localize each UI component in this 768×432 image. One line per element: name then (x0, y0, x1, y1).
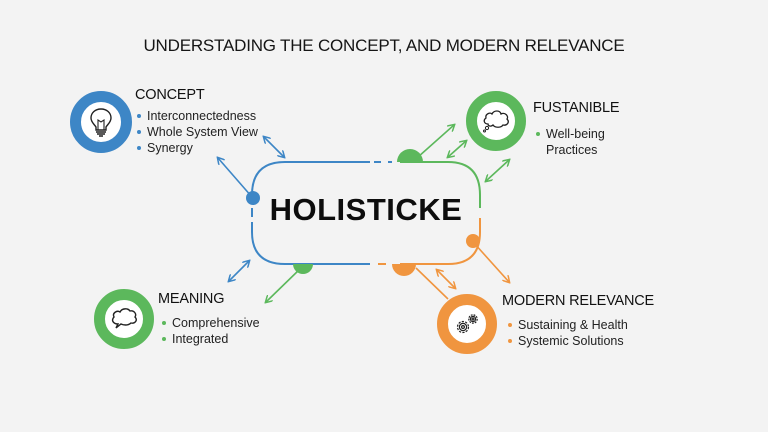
junction-semicircle-orange (392, 264, 416, 276)
diagram-title: UNDERSTADING THE CONCEPT, AND MODERN REL… (143, 36, 625, 55)
thought-cloud-icon (483, 110, 509, 133)
fustanible-title: FUSTANIBLE (533, 100, 620, 116)
meaning-badge (94, 289, 154, 349)
fustanible-badge (466, 91, 526, 151)
list-item: Well-being (535, 126, 605, 142)
junction-dot-orange (466, 234, 480, 248)
list-item: Comprehensive (161, 315, 260, 331)
modern-relevance-list: Sustaining & Health Systemic Solutions (507, 317, 628, 349)
list-item: Synergy (136, 140, 258, 156)
speech-bubble-icon (111, 308, 137, 329)
list-item: Practices (546, 143, 598, 157)
modern-relevance-title: MODERN RELEVANCE (502, 293, 655, 309)
list-item: Systemic Solutions (507, 333, 628, 349)
gears-icon (456, 314, 478, 334)
junction-semicircle-green (397, 149, 423, 162)
center-label: HOLISTICKE (269, 192, 463, 227)
list-item: Whole System View (136, 124, 258, 140)
modern-relevance-badge (437, 294, 497, 354)
lightbulb-icon (90, 108, 112, 137)
list-item: Sustaining & Health (507, 317, 628, 333)
center-frame (251, 161, 481, 265)
concept-badge (70, 91, 132, 153)
meaning-title: MEANING (158, 291, 225, 307)
list-item: Interconnectedness (136, 108, 258, 124)
fustanible-list: Well-being Practices (535, 126, 605, 158)
meaning-list: Comprehensive Integrated (161, 315, 260, 347)
concept-list: Interconnectedness Whole System View Syn… (136, 108, 258, 156)
concept-title: CONCEPT (135, 87, 205, 103)
list-item: Integrated (161, 331, 260, 347)
